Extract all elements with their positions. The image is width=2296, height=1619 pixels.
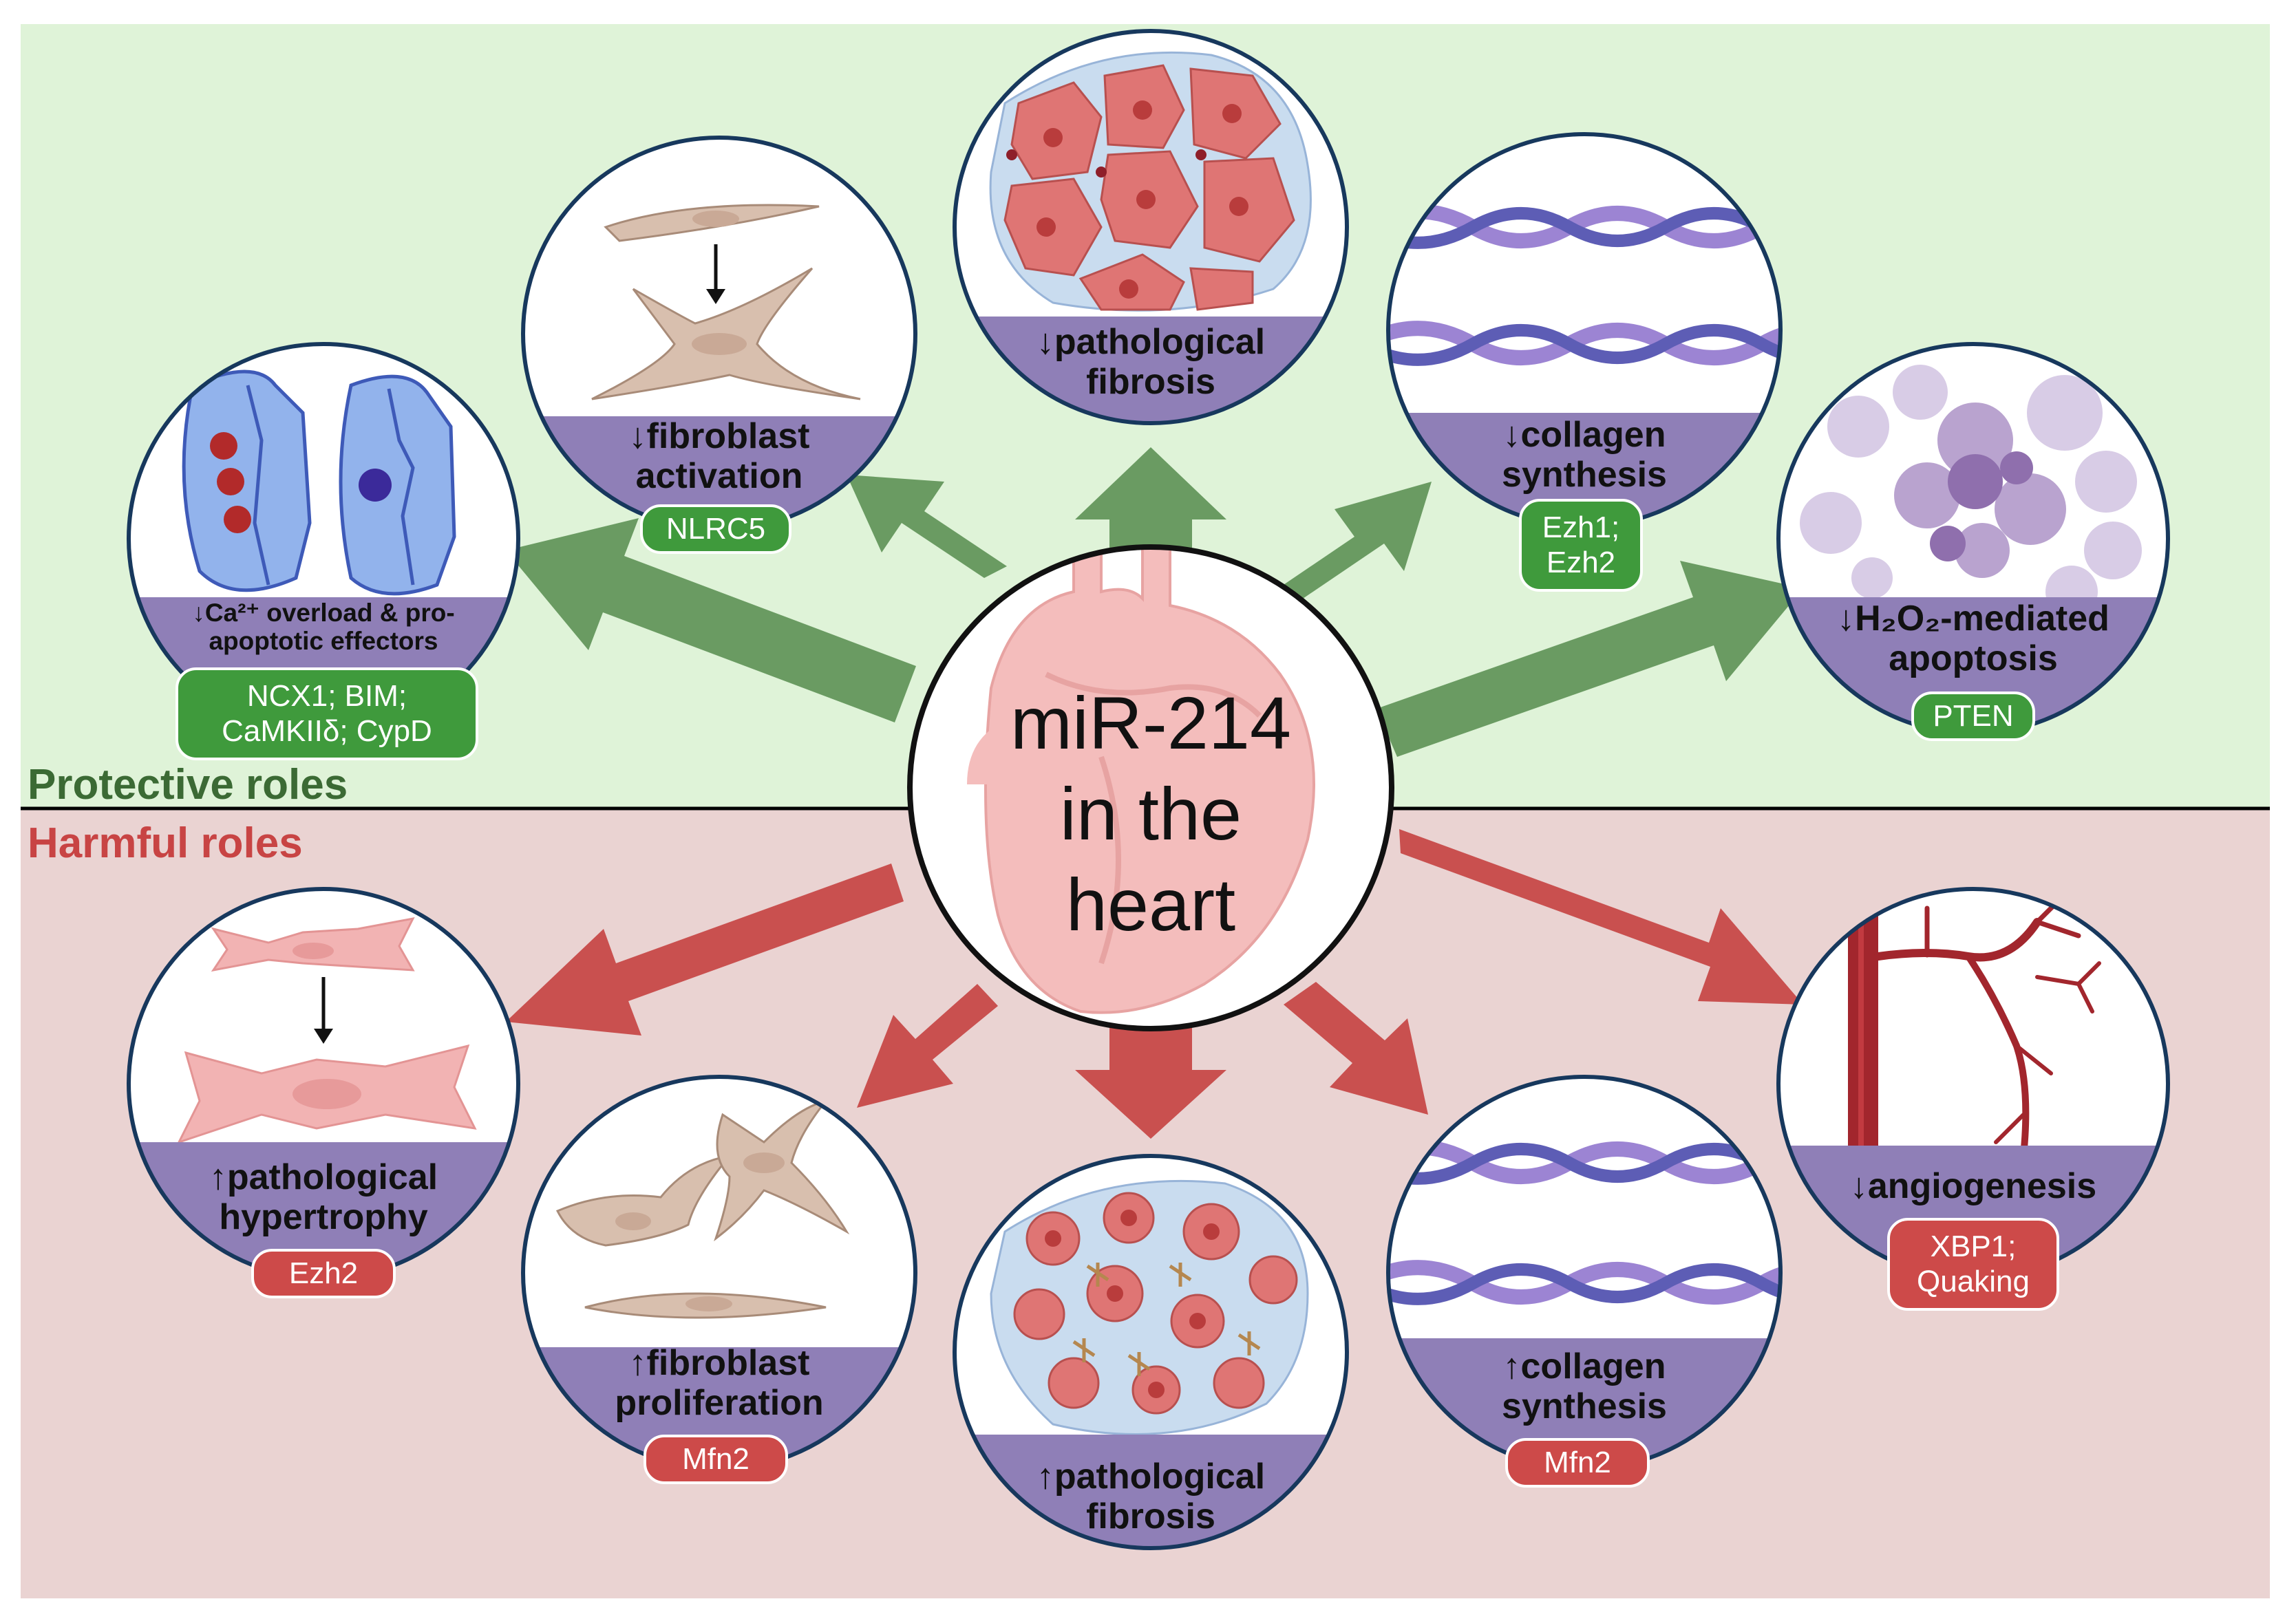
pathological-fibrosis-panel (953, 29, 1349, 425)
arrow-to-collagen (1273, 482, 1432, 599)
apoptosis-panel (1776, 342, 2170, 736)
pten-tag-text: PTEN (1933, 698, 2014, 733)
cell-pair-right (339, 374, 456, 596)
angiogenesis-line1: ↓angiogenesis (1849, 1166, 2097, 1206)
pten-tag: PTEN (1911, 691, 2035, 741)
ca-tag: NCX1; BIM; CaMKIIδ; CypD (176, 667, 478, 760)
mfn2-tag-proliferation-text: Mfn2 (682, 1441, 750, 1476)
xbp1-tag: XBP1; Quaking (1887, 1218, 2059, 1311)
mfn2-tag-collagen: Mfn2 (1505, 1438, 1650, 1488)
arrow-to-angiogenesis (1399, 829, 1803, 1005)
ezh-tag-line2: Ezh2 (1546, 545, 1616, 579)
angiogenesis-caption: ↓angiogenesis (1801, 1166, 2145, 1206)
ezh-tag: Ezh1; Ezh2 (1519, 499, 1643, 592)
fibroblast-activation-caption: ↓fibroblast activation (547, 416, 891, 496)
ca-overload-caption: ↓Ca²⁺ overload & pro- apoptotic effector… (138, 599, 509, 656)
arrow-to-harmful-collagen (1284, 982, 1428, 1115)
apoptosis-line2: apoptosis (1889, 639, 2058, 679)
arrow-to-apoptosis (1376, 561, 1803, 757)
ezh2-tag: Ezh2 (251, 1249, 396, 1298)
arrow-to-fibroblast-proliferation (857, 984, 998, 1108)
mfn2-tag-proliferation: Mfn2 (644, 1435, 788, 1484)
hypertrophy-caption: ↑pathological hypertrophy (151, 1157, 496, 1237)
xbp1-tag-line2: Quaking (1917, 1264, 2030, 1298)
center-heart-panel (907, 544, 1394, 1031)
protective-arrows (506, 447, 1803, 757)
hypertrophy-line1: ↑pathological (209, 1157, 438, 1197)
protective-label: Protective roles (28, 761, 348, 808)
ca-tag-line2: CaMKIIδ; CypD (222, 714, 432, 748)
apoptosis-caption: ↓H₂O₂-mediated apoptosis (1787, 599, 2159, 678)
ca-tag-line1: NCX1; BIM; (246, 678, 407, 713)
ca-caption-line2: apoptotic effectors (209, 627, 438, 656)
arrow-to-ca (506, 518, 916, 722)
mfn2-tag-collagen-text: Mfn2 (1544, 1445, 1611, 1479)
heart-illustration (984, 547, 1315, 1014)
fibroblast-proliferation-caption: ↑fibroblast proliferation (547, 1343, 891, 1423)
protective-fibrosis-caption: ↓pathological fibrosis (979, 322, 1323, 402)
protective-fibrosis-line1: ↓pathological (1036, 322, 1266, 362)
harmful-collagen-line2: synthesis (1502, 1386, 1667, 1427)
ca-caption-line1: ↓Ca²⁺ overload & pro- (192, 599, 455, 627)
harmful-fibrosis-panel (953, 1154, 1349, 1550)
xbp1-tag-line1: XBP1; (1930, 1229, 2017, 1263)
center-title-line2: in the (1059, 771, 1242, 855)
fibroblast-proliferation-line1: ↑fibroblast (628, 1343, 810, 1383)
hypertrophy-line2: hypertrophy (219, 1197, 428, 1238)
fibroblast-activation-line1: ↓fibroblast (628, 416, 810, 456)
harmful-fibrosis-line2: fibrosis (1086, 1497, 1215, 1537)
arrow-to-pathological-fibrosis (1075, 447, 1226, 561)
harmful-collagen-caption: ↑collagen synthesis (1412, 1347, 1756, 1426)
harmful-fibrosis-line1: ↑pathological (1036, 1457, 1266, 1497)
collagen-synthesis-panel (1386, 132, 1783, 528)
harmful-collagen-line1: ↑collagen (1502, 1347, 1666, 1386)
protective-fibrosis-line2: fibrosis (1086, 362, 1215, 403)
protective-collagen-caption: ↓collagen synthesis (1412, 415, 1756, 495)
center-title-line3: heart (1065, 862, 1236, 946)
protective-collagen-line1: ↓collagen (1502, 415, 1666, 455)
nlrc5-tag-text: NLRC5 (666, 511, 766, 546)
center-title: miR-214 in the heart (944, 678, 1357, 950)
arrow-to-fibroblast-activation (847, 475, 1007, 578)
cell-pair-left (182, 369, 312, 592)
nlrc5-tag: NLRC5 (640, 504, 791, 554)
arrow-to-harmful-fibrosis (1075, 1025, 1226, 1139)
center-title-line1: miR-214 (1010, 681, 1292, 764)
harmful-label: Harmful roles (28, 819, 303, 867)
apoptosis-line1: ↓H₂O₂-mediated (1837, 599, 2109, 639)
protective-collagen-line2: synthesis (1502, 455, 1667, 495)
harmful-fibrosis-caption: ↑pathological fibrosis (979, 1457, 1323, 1536)
harmful-arrows (506, 829, 1803, 1139)
arrow-to-hypertrophy (506, 864, 904, 1036)
ezh2-tag-text: Ezh2 (288, 1256, 359, 1290)
fibroblast-activation-panel (521, 136, 917, 532)
fibroblast-proliferation-line2: proliferation (615, 1383, 824, 1424)
fibroblast-activation-line2: activation (635, 456, 803, 497)
ezh-tag-line1: Ezh1; (1542, 510, 1620, 544)
